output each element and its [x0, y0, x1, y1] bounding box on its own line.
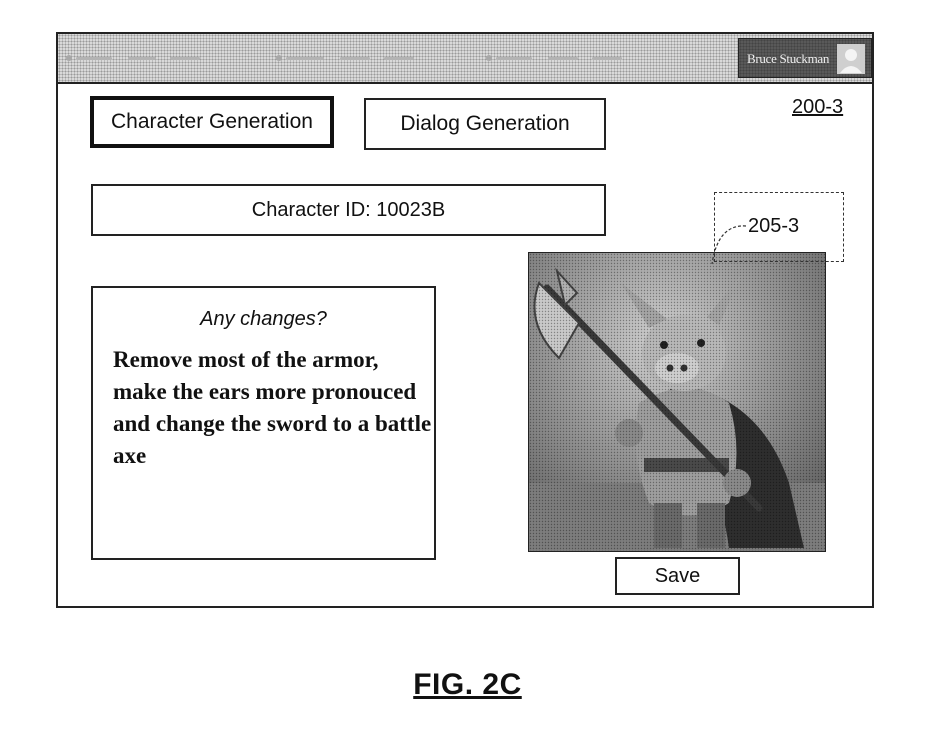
tab-label: Dialog Generation — [400, 112, 570, 135]
character-id-text: Character ID: 10023B — [251, 198, 446, 221]
save-button[interactable]: Save — [615, 557, 740, 595]
figure-label: FIG. 2C — [413, 668, 522, 701]
nav-placeholder-1[interactable] — [66, 48, 200, 68]
changes-input[interactable]: Any changes? Remove most of the armor, m… — [91, 286, 436, 560]
user-name: Bruce Stuckman — [747, 51, 830, 66]
user-avatar-icon — [837, 44, 865, 74]
tab-character-generation[interactable]: Character Generation — [90, 96, 334, 148]
reference-label: 200-3 — [792, 96, 844, 118]
user-account[interactable]: Bruce Stuckman — [738, 38, 872, 78]
changes-prompt: Any changes? — [200, 308, 327, 330]
image-callout-label: 205-3 — [748, 215, 800, 237]
save-button-label: Save — [654, 564, 701, 587]
character-image — [528, 252, 826, 552]
callout-leader-line — [711, 225, 747, 265]
pig-warrior-illustration — [529, 253, 825, 551]
nav-placeholder-3[interactable] — [486, 48, 622, 68]
tab-dialog-generation[interactable]: Dialog Generation — [364, 98, 606, 150]
nav-placeholder-2[interactable] — [276, 48, 414, 68]
image-callout-box — [714, 192, 844, 262]
app-window: Bruce Stuckman 200-3 Character Generatio… — [56, 32, 874, 608]
top-bar: Bruce Stuckman — [58, 34, 872, 84]
character-id-field: Character ID: 10023B — [91, 184, 606, 236]
changes-text: Remove most of the armor, make the ears … — [113, 347, 432, 468]
tab-label: Character Generation — [111, 110, 313, 133]
